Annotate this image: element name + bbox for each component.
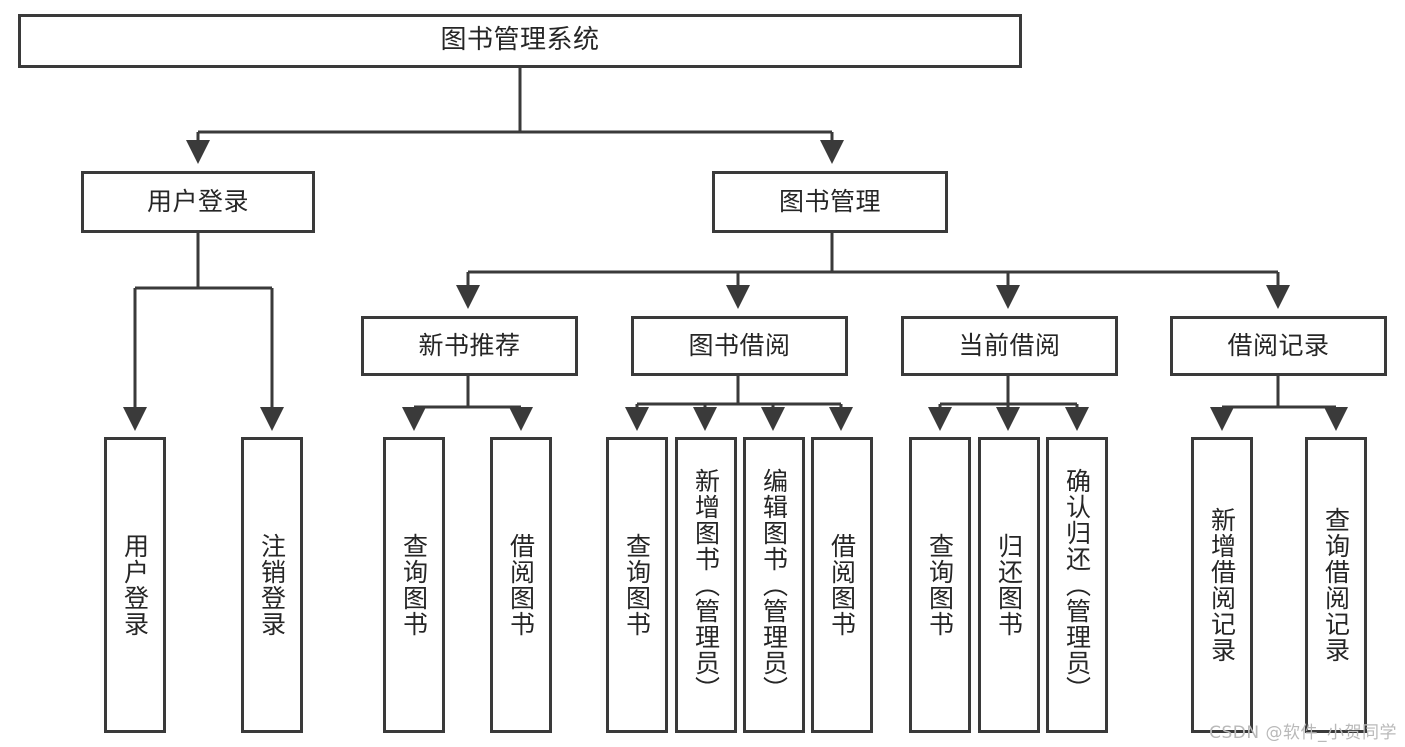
node-borrow-record[interactable]: 借阅记录 — [1170, 316, 1387, 376]
node-book-borrow[interactable]: 图书借阅 — [631, 316, 848, 376]
node-label: 图书借阅 — [688, 331, 791, 360]
node-root-book-management-system[interactable]: 图书管理系统 — [18, 14, 1022, 68]
node-label: 注销登录 — [257, 533, 287, 637]
leaf-user-login[interactable]: 用户登录 — [104, 437, 166, 733]
node-label: 归还图书 — [994, 533, 1024, 637]
node-book-management[interactable]: 图书管理 — [712, 171, 948, 233]
leaf-query-book-current[interactable]: 查询图书 — [909, 437, 971, 733]
node-user-login[interactable]: 用户登录 — [81, 171, 315, 233]
leaf-query-book-recommend[interactable]: 查询图书 — [383, 437, 445, 733]
node-new-book-recommend[interactable]: 新书推荐 — [361, 316, 578, 376]
node-label: 用户登录 — [146, 187, 249, 216]
node-label: 借阅图书 — [827, 533, 857, 637]
leaf-query-book-borrow[interactable]: 查询图书 — [606, 437, 668, 733]
node-label: 查询借阅记录 — [1321, 507, 1351, 663]
leaf-edit-book-admin[interactable]: 编辑图书（管理员） — [743, 437, 805, 733]
node-label: 用户登录 — [120, 533, 150, 637]
node-label: 图书管理 — [778, 187, 881, 216]
node-label: 新增图书（管理员） — [691, 468, 721, 702]
node-label: 查询图书 — [925, 533, 955, 637]
leaf-confirm-return-admin[interactable]: 确认归还（管理员） — [1046, 437, 1108, 733]
csdn-watermark: CSDN @软件_小贺同学 — [1209, 723, 1397, 743]
leaf-query-borrow-record[interactable]: 查询借阅记录 — [1305, 437, 1367, 733]
node-label: 当前借阅 — [958, 331, 1061, 360]
leaf-return-book[interactable]: 归还图书 — [978, 437, 1040, 733]
node-label: 编辑图书（管理员） — [759, 468, 789, 702]
leaf-add-borrow-record[interactable]: 新增借阅记录 — [1191, 437, 1253, 733]
node-label: 新书推荐 — [418, 331, 521, 360]
node-label: 查询图书 — [622, 533, 652, 637]
node-label: 新增借阅记录 — [1207, 507, 1237, 663]
node-label: 借阅图书 — [506, 533, 536, 637]
leaf-add-book-admin[interactable]: 新增图书（管理员） — [675, 437, 737, 733]
node-label: 查询图书 — [399, 533, 429, 637]
node-label: 确认归还（管理员） — [1062, 468, 1092, 702]
leaf-logout[interactable]: 注销登录 — [241, 437, 303, 733]
node-label: 图书管理系统 — [440, 25, 600, 56]
node-current-borrow[interactable]: 当前借阅 — [901, 316, 1118, 376]
leaf-borrow-book[interactable]: 借阅图书 — [811, 437, 873, 733]
node-label: 借阅记录 — [1227, 331, 1330, 360]
leaf-borrow-book-recommend[interactable]: 借阅图书 — [490, 437, 552, 733]
